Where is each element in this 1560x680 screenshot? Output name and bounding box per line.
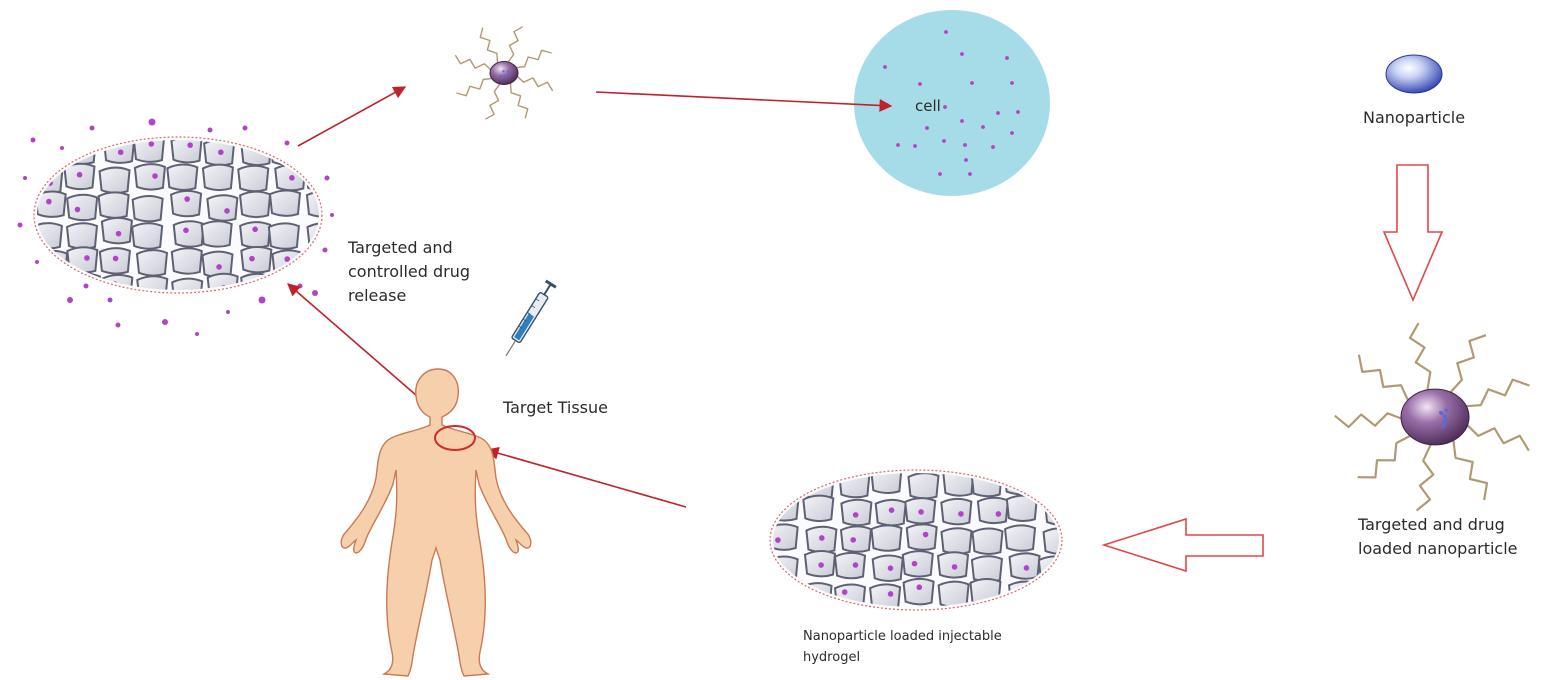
label-target-tissue: Target Tissue <box>503 398 608 417</box>
arrow-hydrogel-to-tissue <box>487 450 686 507</box>
label-loaded-line-2: loaded nanoparticle <box>1358 537 1518 561</box>
arrow-particle-to-cell <box>596 92 891 106</box>
nanoparticle-icon <box>1386 55 1442 93</box>
label-cell: cell <box>915 97 941 115</box>
label-loaded-line-1: Targeted and drug <box>1358 513 1518 537</box>
cell-icon <box>854 10 1050 196</box>
label-hydrogel-line-1: Nanoparticle loaded injectable <box>803 626 1002 647</box>
label-release-line-3: release <box>348 284 470 308</box>
syringe-icon <box>501 280 557 359</box>
hollow-arrow-left <box>1104 519 1263 571</box>
label-release-line-2: controlled drug <box>348 260 470 284</box>
label-hydrogel-line-2: hydrogel <box>803 647 1002 668</box>
targeted-nanoparticle-icon <box>1335 323 1530 511</box>
targeted-nanoparticle-small-icon <box>455 27 552 119</box>
injectable-hydrogel-icon <box>768 468 1076 637</box>
label-hydrogel: Nanoparticle loaded injectable hydrogel <box>803 626 1002 668</box>
arrow-hydrogel-to-particle <box>298 87 405 146</box>
hydrogel-network-icon <box>30 136 338 304</box>
hollow-arrow-down <box>1384 165 1442 300</box>
label-loaded-nanoparticle: Targeted and drug loaded nanoparticle <box>1358 513 1518 561</box>
label-release-line-1: Targeted and <box>348 236 470 260</box>
label-nanoparticle: Nanoparticle <box>1363 108 1465 127</box>
label-release: Targeted and controlled drug release <box>348 236 470 308</box>
